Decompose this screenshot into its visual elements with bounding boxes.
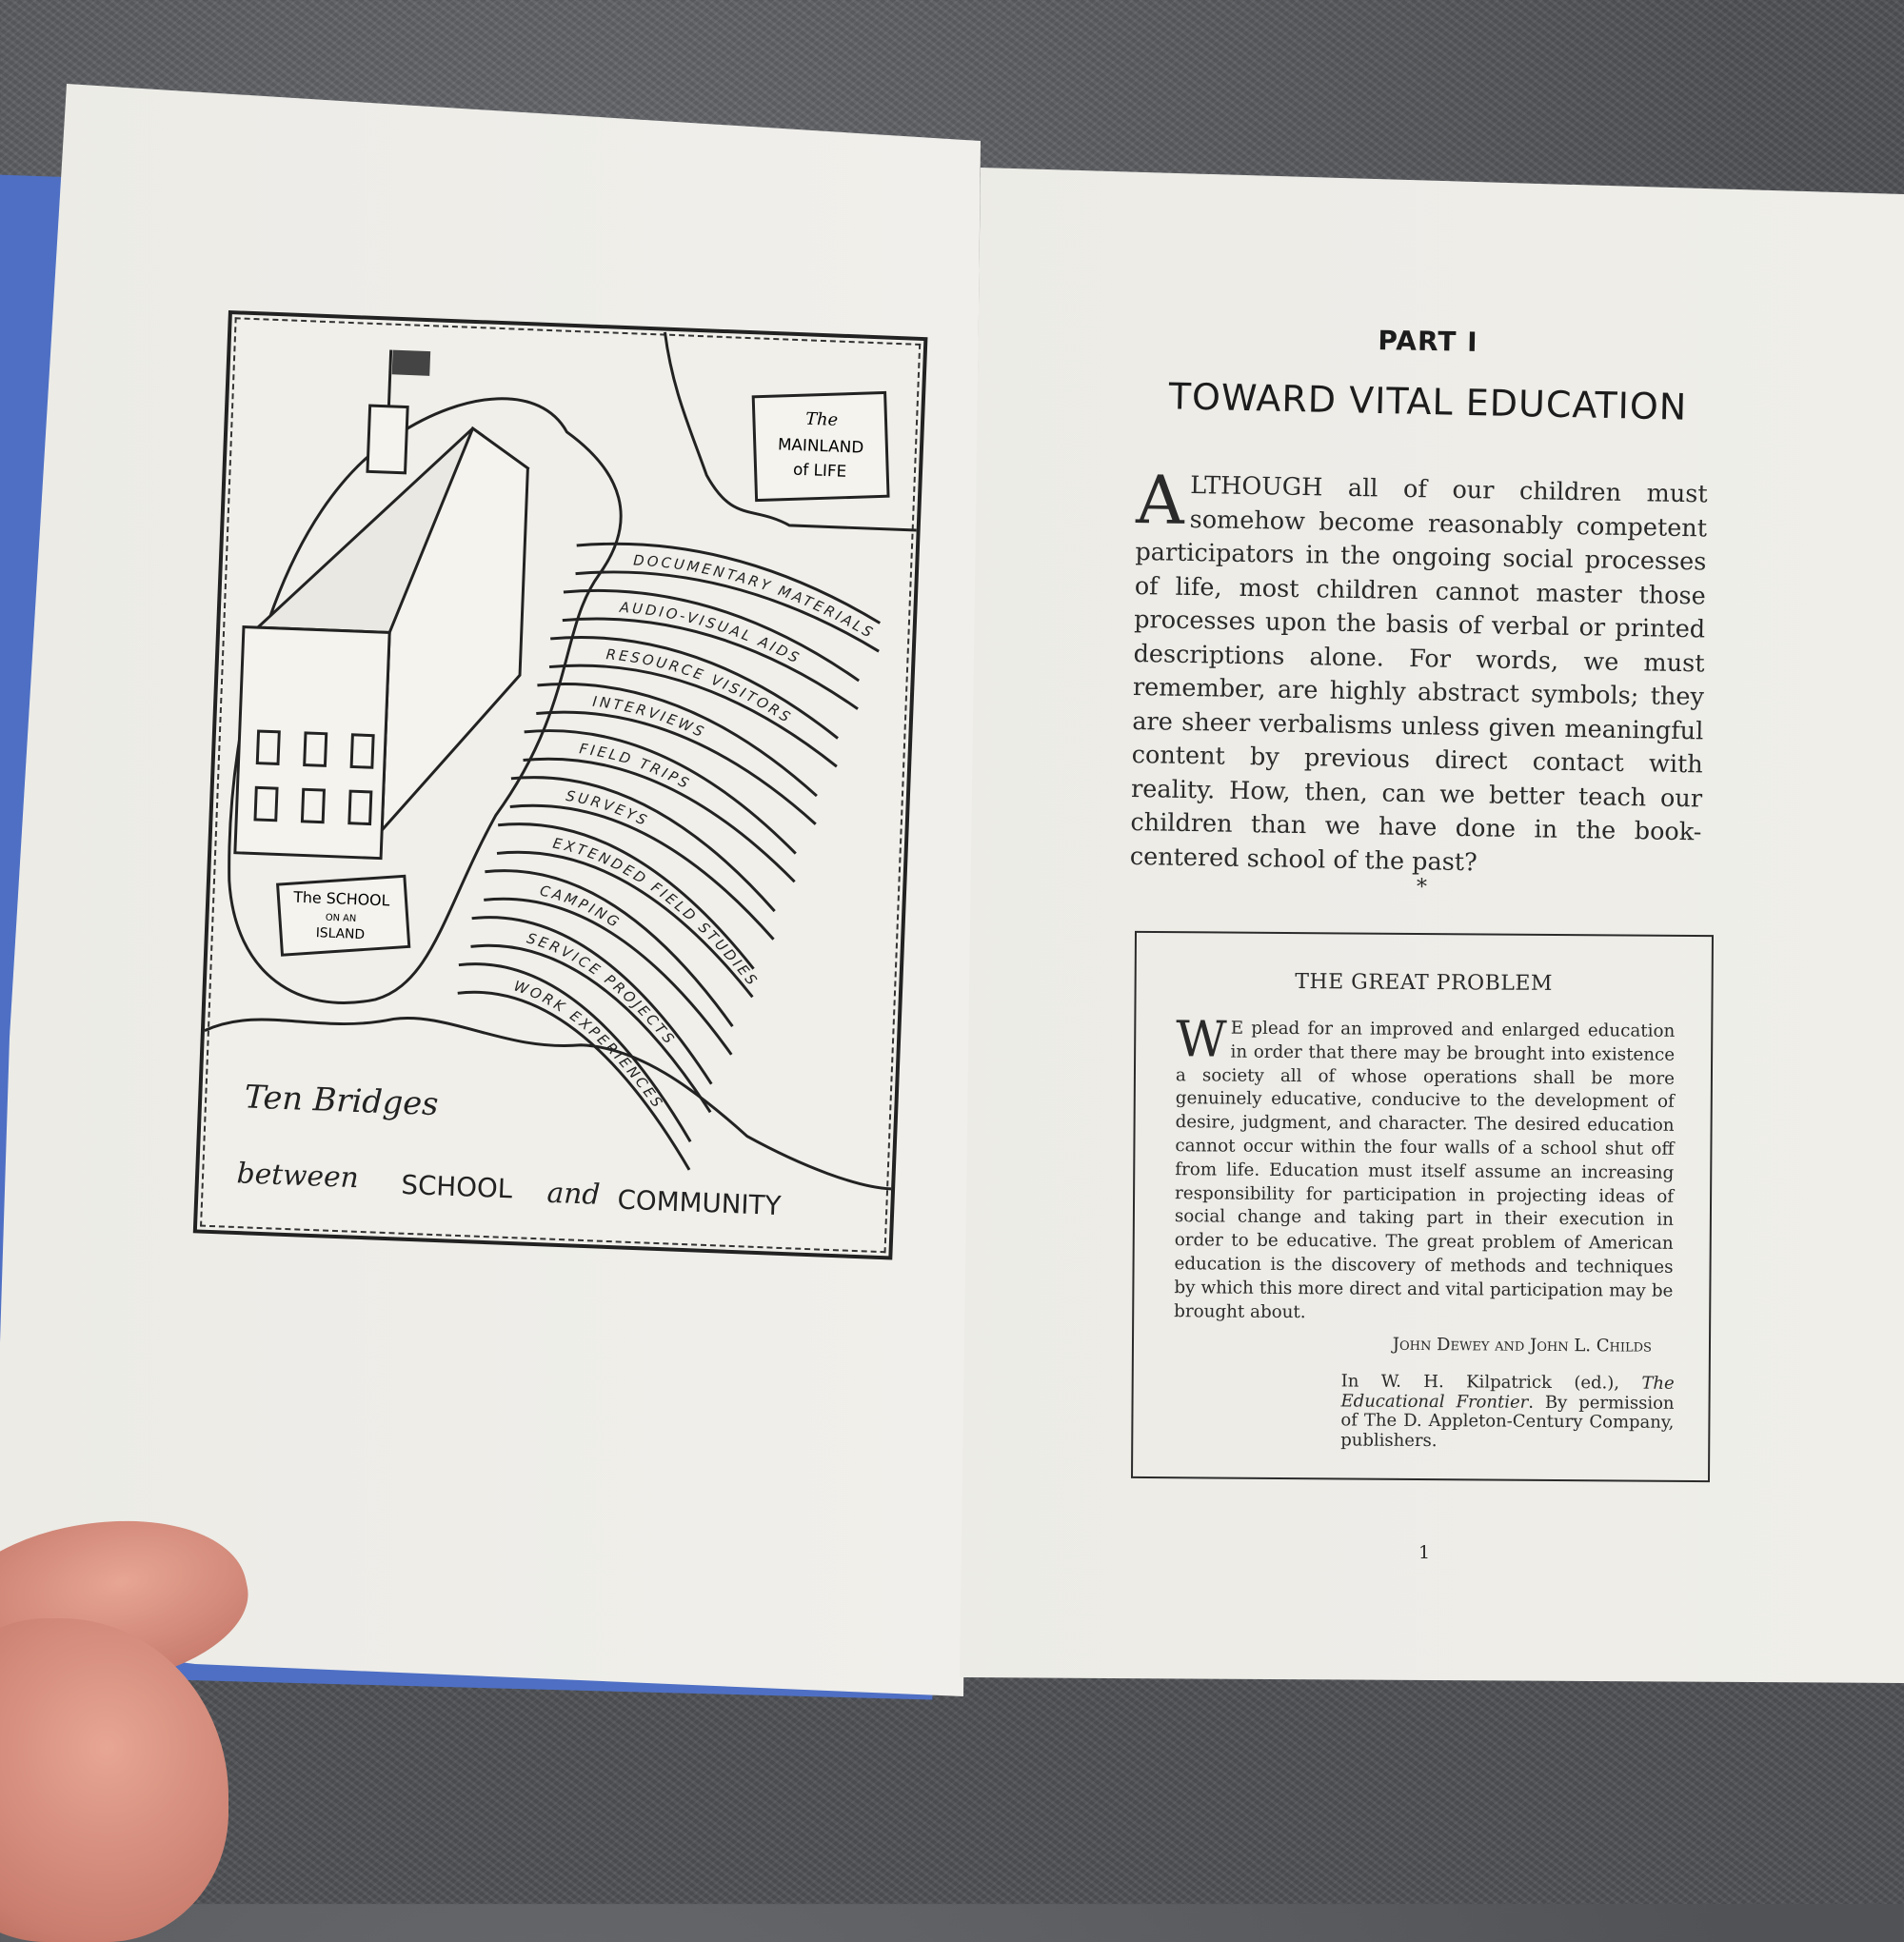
bridge-rail — [510, 776, 776, 913]
bridge-rail — [548, 664, 838, 768]
bridge: WORK EXPERIENCES — [457, 962, 692, 1171]
drop-cap: W — [1176, 1011, 1227, 1069]
bridge-rail — [575, 570, 880, 653]
svg-text:ON AN: ON AN — [326, 913, 357, 924]
svg-text:The: The — [805, 409, 839, 430]
bridge-label: CAMPING — [537, 882, 625, 932]
svg-text:SCHOOL: SCHOOL — [401, 1169, 513, 1204]
svg-text:and: and — [546, 1176, 601, 1211]
svg-text:The SCHOOL: The SCHOOL — [292, 888, 390, 910]
bridge-rail — [484, 897, 733, 1056]
bridge-rail — [496, 850, 754, 999]
drop-cap: A — [1135, 461, 1185, 540]
flag-icon — [391, 349, 431, 376]
mainland-sign: The MAINLAND of LIFE — [751, 390, 890, 503]
bridge-rail — [550, 635, 839, 740]
part-label: PART I — [1378, 325, 1478, 358]
school-building — [233, 349, 530, 861]
caption-title: Ten Bridges — [244, 1078, 439, 1122]
bridge-rail — [537, 683, 818, 798]
bridge-rail — [471, 916, 713, 1085]
quote-source: In W. H. Kilpatrick (ed.), The Education… — [1340, 1371, 1675, 1451]
island-outline — [228, 397, 623, 1004]
ten-bridges-illustration: The MAINLAND of LIFE The SCHOOL ON AN IS… — [204, 331, 917, 1222]
ornament-asterisk: * — [1417, 876, 1427, 900]
illustration-frame: The MAINLAND of LIFE The SCHOOL ON AN IS… — [192, 310, 928, 1260]
quote-title: THE GREAT PROBLEM — [1295, 970, 1554, 996]
bridge-label: INTERVIEWS — [591, 694, 710, 743]
school-windows — [253, 729, 375, 826]
bridge-rail — [470, 943, 712, 1114]
mainland-bottom-shore — [204, 1017, 892, 1191]
bridge-rail — [509, 803, 775, 941]
bridge-rail — [562, 617, 859, 710]
caption: Ten Bridges between SCHOOL and COMMUNITY — [236, 1078, 782, 1222]
chapter-title: TOWARD VITAL EDUCATION — [1168, 375, 1688, 428]
school-sign: The SCHOOL ON AN ISLAND — [276, 874, 411, 957]
bridge-rail — [576, 542, 882, 624]
bridge-rail — [485, 869, 734, 1028]
bridge-rail — [563, 588, 861, 683]
bridge-rail — [457, 990, 691, 1171]
bridge-rail — [523, 757, 796, 883]
page-number: 1 — [1418, 1542, 1431, 1563]
svg-text:MAINLAND: MAINLAND — [778, 434, 864, 456]
bridge-rail — [458, 962, 692, 1142]
svg-text:ISLAND: ISLAND — [315, 925, 365, 942]
bridge: EXTENDED FIELD STUDIES — [496, 822, 766, 999]
bridge-rail — [524, 729, 797, 855]
bridge-rail — [497, 822, 755, 970]
svg-text:of LIFE: of LIFE — [793, 460, 847, 481]
mainland-coast — [663, 331, 917, 532]
quote-author: John Dewey and John L. Childs — [1392, 1334, 1653, 1357]
svg-text:COMMUNITY: COMMUNITY — [617, 1184, 782, 1222]
bridge-rail — [536, 710, 817, 825]
bridge: FIELD TRIPS — [523, 729, 797, 883]
svg-text:between: between — [236, 1156, 359, 1194]
